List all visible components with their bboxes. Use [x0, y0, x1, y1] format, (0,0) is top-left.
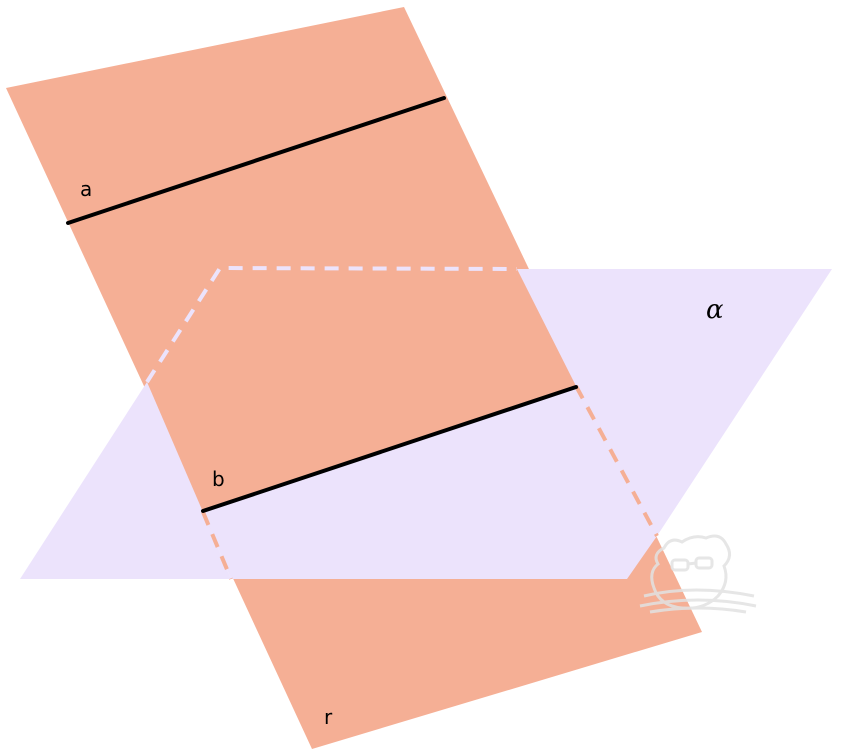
label-r: r [324, 705, 333, 729]
r-hidden-edge-right [574, 385, 659, 537]
label-b: b [212, 467, 225, 491]
plane-alpha-right [203, 269, 832, 579]
line-a [66, 96, 446, 225]
line-b [201, 385, 578, 513]
label-a: a [80, 177, 92, 201]
bear-watermark-icon [639, 534, 757, 614]
r-hidden-edge-left [201, 511, 233, 580]
label-alpha: α [706, 295, 724, 325]
plane-alpha-left [20, 382, 231, 579]
